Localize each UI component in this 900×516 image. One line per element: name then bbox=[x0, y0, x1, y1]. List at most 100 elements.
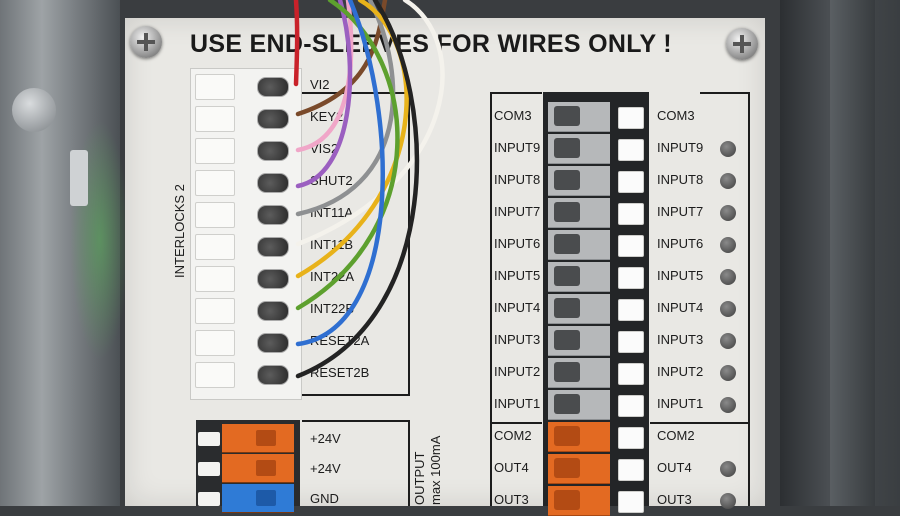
terminal-clamp bbox=[554, 138, 580, 158]
input-left-label: INPUT8 bbox=[494, 172, 541, 187]
input-left-label: INPUT2 bbox=[494, 364, 541, 379]
input-left-label: OUT3 bbox=[494, 492, 529, 507]
status-led-icon bbox=[720, 141, 736, 157]
power-label: +24V bbox=[310, 431, 341, 446]
terminal-cell bbox=[195, 295, 295, 325]
status-led-icon bbox=[720, 333, 736, 349]
input-left-label: INPUT5 bbox=[494, 268, 541, 283]
terminal-clamp bbox=[257, 77, 289, 97]
terminal-tab bbox=[618, 363, 644, 385]
wire-blue bbox=[295, 0, 385, 347]
power-terminal-block bbox=[196, 420, 300, 513]
terminal-lever bbox=[195, 138, 235, 164]
terminal-clamp bbox=[257, 333, 289, 353]
input-left-label: COM3 bbox=[494, 108, 532, 123]
terminal-lever bbox=[195, 298, 235, 324]
input-right-label: INPUT3 bbox=[657, 332, 704, 347]
power-clamp bbox=[256, 490, 276, 506]
input-bracket-line bbox=[700, 92, 750, 94]
wire-white bbox=[295, 0, 445, 247]
terminal-tab bbox=[618, 459, 644, 481]
input-right-label: INPUT6 bbox=[657, 236, 704, 251]
terminal-clamp bbox=[554, 106, 580, 126]
output-bracket-line bbox=[302, 420, 410, 422]
input-terminal-cell bbox=[548, 198, 644, 228]
terminal-clamp bbox=[257, 109, 289, 129]
terminal-cell bbox=[195, 103, 295, 133]
terminal-clamp bbox=[554, 266, 580, 286]
ground-label-plate bbox=[70, 150, 88, 206]
terminal-clamp bbox=[554, 330, 580, 350]
terminal-cell bbox=[195, 135, 295, 165]
input-terminal-cell bbox=[548, 166, 644, 196]
terminal-clamp bbox=[554, 170, 580, 190]
terminal-tab bbox=[618, 107, 644, 129]
terminal-clamp bbox=[554, 426, 580, 446]
power-clamp bbox=[256, 430, 276, 446]
interlocks-bracket-line bbox=[302, 92, 410, 94]
wire-pink bbox=[295, 0, 354, 153]
terminal-tab bbox=[618, 235, 644, 257]
input-right-label: INPUT8 bbox=[657, 172, 704, 187]
terminal-clamp bbox=[257, 237, 289, 257]
terminal-cell bbox=[195, 231, 295, 261]
screw-icon bbox=[726, 28, 758, 60]
terminal-clamp bbox=[554, 362, 580, 382]
status-led-icon bbox=[720, 493, 736, 509]
terminal-lever bbox=[195, 170, 235, 196]
input-right-label: OUT4 bbox=[657, 460, 692, 475]
input-left-label: INPUT1 bbox=[494, 396, 541, 411]
interlocks-bracket-line bbox=[408, 92, 410, 396]
terminal-clamp bbox=[257, 365, 289, 385]
output-bracket-line bbox=[408, 420, 410, 506]
input-left-label: INPUT9 bbox=[494, 140, 541, 155]
input-bracket-line bbox=[748, 92, 750, 506]
wire-red bbox=[293, 0, 300, 87]
terminal-cell bbox=[195, 199, 295, 229]
terminal-label-vi2: VI2 bbox=[310, 77, 330, 92]
status-led-icon bbox=[720, 365, 736, 381]
input-left-label: INPUT3 bbox=[494, 332, 541, 347]
input-terminal-cell bbox=[548, 134, 644, 164]
input-terminal-block bbox=[548, 96, 648, 516]
status-led-icon bbox=[720, 205, 736, 221]
power-label: +24V bbox=[310, 461, 341, 476]
input-terminal-cell bbox=[548, 454, 644, 484]
panel-warning-title: USE END-SLEEVES FOR WIRES ONLY ! bbox=[190, 30, 672, 58]
input-right-label: OUT3 bbox=[657, 492, 692, 507]
input-terminal-cell bbox=[548, 358, 644, 388]
terminal-tab bbox=[618, 427, 644, 449]
power-lever bbox=[198, 432, 220, 446]
wire-purple bbox=[295, 0, 353, 189]
input-terminal-cell bbox=[548, 102, 644, 132]
screw-icon bbox=[130, 26, 162, 58]
input-right-label: COM2 bbox=[657, 428, 695, 443]
input-left-label: INPUT6 bbox=[494, 236, 541, 251]
power-label: GND bbox=[310, 491, 339, 506]
terminal-clamp bbox=[257, 269, 289, 289]
input-right-label: INPUT7 bbox=[657, 204, 704, 219]
terminal-cell bbox=[195, 71, 295, 101]
terminal-clamp bbox=[257, 141, 289, 161]
power-lever bbox=[198, 492, 220, 506]
wire-gray bbox=[295, 0, 396, 217]
status-led-icon bbox=[720, 461, 736, 477]
input-terminal-cell bbox=[548, 262, 644, 292]
wire-yellow bbox=[295, 0, 409, 279]
terminal-lever bbox=[195, 234, 235, 260]
status-led-icon bbox=[720, 397, 736, 413]
power-clamp bbox=[256, 460, 276, 476]
din-rail-right bbox=[830, 0, 875, 506]
terminal-lever bbox=[195, 202, 235, 228]
input-right-label: INPUT9 bbox=[657, 140, 704, 155]
input-right-label: INPUT5 bbox=[657, 268, 704, 283]
terminal-lever bbox=[195, 330, 235, 356]
status-led-icon bbox=[720, 269, 736, 285]
terminal-tab bbox=[618, 267, 644, 289]
terminal-tab bbox=[618, 203, 644, 225]
input-bracket-line bbox=[490, 92, 542, 94]
input-right-label: INPUT4 bbox=[657, 300, 704, 315]
terminal-tab bbox=[618, 331, 644, 353]
input-right-label: COM3 bbox=[657, 108, 695, 123]
terminal-cell bbox=[195, 263, 295, 293]
